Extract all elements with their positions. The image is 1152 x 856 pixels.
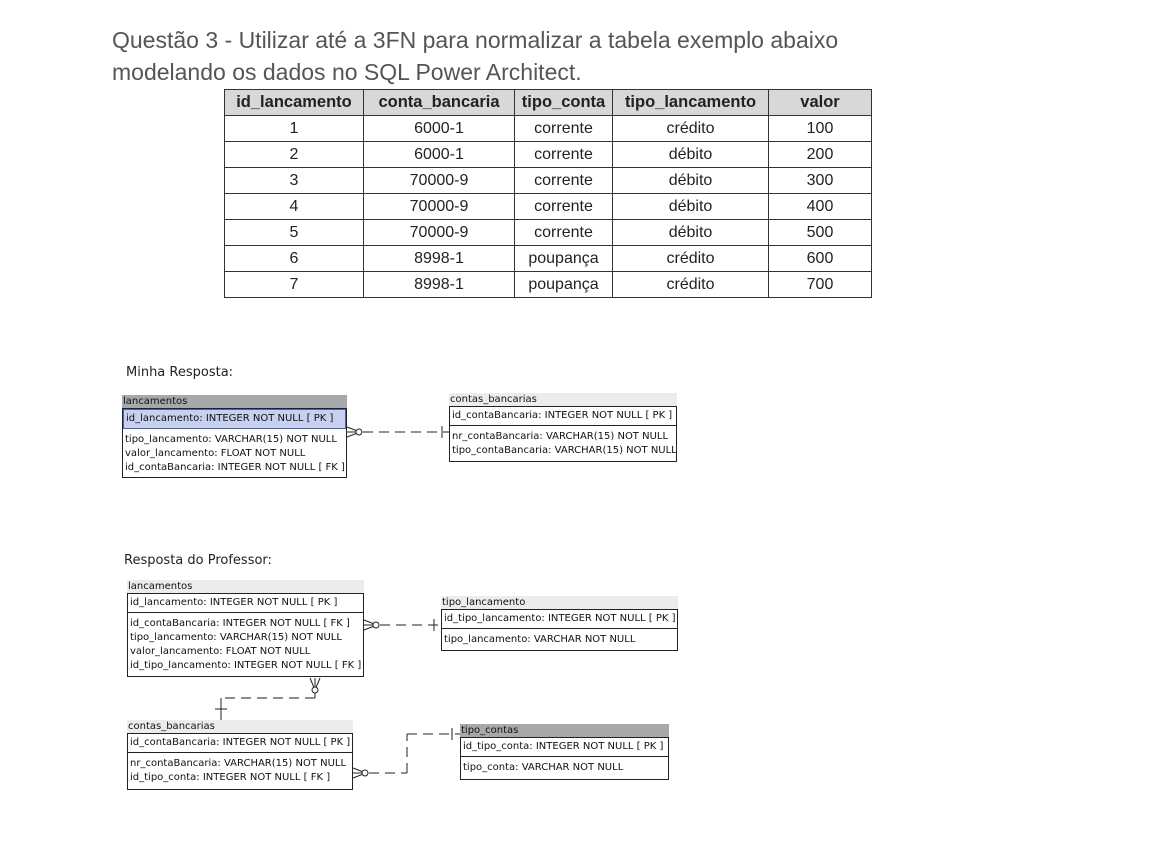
table-row: 5 70000-9 corrente débito 500: [224, 219, 872, 246]
table-row: 6 8998-1 poupança crédito 600: [224, 245, 872, 272]
entity-column[interactable]: nr_contaBancaria: VARCHAR(15) NOT NULL: [130, 758, 347, 769]
table-cell: crédito: [612, 271, 769, 298]
entity-name: tipo_lancamento: [441, 596, 678, 609]
entity-column[interactable]: valor_lancamento: FLOAT NOT NULL: [130, 646, 311, 657]
entity-name: contas_bancarias: [127, 720, 353, 733]
table-cell: 400: [768, 193, 872, 220]
entity-name: lancamentos: [122, 395, 347, 408]
table-cell: 6000-1: [363, 115, 515, 142]
relationship-lancamentos-contas-prof[interactable]: [215, 677, 321, 720]
table-cell: 5: [224, 219, 364, 246]
header-conta-bancaria: conta_bancaria: [363, 89, 515, 116]
entity-column[interactable]: tipo_conta: VARCHAR NOT NULL: [463, 762, 624, 773]
entity-name: tipo_contas: [460, 724, 669, 737]
entity-columns: tipo_conta: VARCHAR NOT NULL: [461, 757, 668, 777]
entity-column[interactable]: id_tipo_lancamento: INTEGER NOT NULL [ F…: [130, 660, 362, 671]
relationship-lancamentos-contas-mine[interactable]: [346, 426, 449, 438]
table-cell: 6000-1: [363, 141, 515, 168]
table-cell: crédito: [612, 245, 769, 272]
entity-column[interactable]: id_contaBancaria: INTEGER NOT NULL [ FK …: [125, 462, 345, 473]
table-cell: crédito: [612, 115, 769, 142]
entity-pk-column[interactable]: id_tipo_lancamento: INTEGER NOT NULL [ P…: [442, 610, 677, 629]
entity-tipo-lancamento-prof[interactable]: tipo_lancamento id_tipo_lancamento: INTE…: [441, 596, 678, 651]
entity-columns: tipo_lancamento: VARCHAR NOT NULL: [442, 629, 677, 649]
entity-tipo-contas-prof[interactable]: tipo_contas id_tipo_conta: INTEGER NOT N…: [460, 724, 669, 780]
entity-pk-column[interactable]: id_contaBancaria: INTEGER NOT NULL [ PK …: [128, 734, 352, 753]
entity-column[interactable]: tipo_lancamento: VARCHAR(15) NOT NULL: [130, 632, 342, 643]
entity-pk-column[interactable]: id_contaBancaria: INTEGER NOT NULL [ PK …: [450, 407, 676, 426]
entity-columns: nr_contaBancaria: VARCHAR(15) NOT NULL i…: [128, 753, 352, 787]
table-cell: 700: [768, 271, 872, 298]
entity-column[interactable]: id_tipo_conta: INTEGER NOT NULL [ FK ]: [130, 772, 331, 783]
table-cell: corrente: [514, 115, 613, 142]
entity-name: contas_bancarias: [449, 393, 677, 406]
entity-pk-column[interactable]: id_lancamento: INTEGER NOT NULL [ PK ]: [123, 409, 346, 429]
entity-pk-column[interactable]: id_lancamento: INTEGER NOT NULL [ PK ]: [128, 594, 363, 613]
entity-column[interactable]: valor_lancamento: FLOAT NOT NULL: [125, 448, 306, 459]
table-cell: corrente: [514, 219, 613, 246]
table-cell: 2: [224, 141, 364, 168]
table-cell: débito: [612, 141, 769, 168]
professor-answer-caption: Resposta do Professor:: [124, 553, 272, 568]
entity-column[interactable]: tipo_lancamento: VARCHAR NOT NULL: [444, 634, 636, 645]
question-line-1: Questão 3 - Utilizar até a 3FN para norm…: [112, 27, 839, 53]
question-title: Questão 3 - Utilizar até a 3FN para norm…: [112, 24, 912, 88]
entity-columns: nr_contaBancaria: VARCHAR(15) NOT NULL t…: [450, 426, 677, 460]
table-cell: poupança: [514, 245, 613, 272]
relationship-lancamentos-tipo-lancamento[interactable]: [363, 619, 441, 631]
table-header-row: id_lancamento conta_bancaria tipo_conta …: [224, 89, 872, 116]
entity-column[interactable]: tipo_lancamento: VARCHAR(15) NOT NULL: [125, 434, 337, 445]
table-cell: 500: [768, 219, 872, 246]
table-cell: 8998-1: [363, 271, 515, 298]
header-tipo-lancamento: tipo_lancamento: [612, 89, 769, 116]
entity-contas-bancarias-prof[interactable]: contas_bancarias id_contaBancaria: INTEG…: [127, 720, 353, 790]
header-id-lancamento: id_lancamento: [224, 89, 364, 116]
table-cell: corrente: [514, 141, 613, 168]
relationship-contas-tipo-contas[interactable]: [352, 728, 460, 779]
table-row: 7 8998-1 poupança crédito 700: [224, 271, 872, 298]
entity-columns: tipo_lancamento: VARCHAR(15) NOT NULL va…: [123, 429, 346, 477]
entity-lancamentos-mine[interactable]: lancamentos id_lancamento: INTEGER NOT N…: [122, 395, 347, 478]
header-tipo-conta: tipo_conta: [514, 89, 613, 116]
table-row: 3 70000-9 corrente débito 300: [224, 167, 872, 194]
entity-column[interactable]: id_contaBancaria: INTEGER NOT NULL [ FK …: [130, 618, 350, 629]
table-cell: 3: [224, 167, 364, 194]
entity-column[interactable]: tipo_contaBancaria: VARCHAR(15) NOT NULL: [452, 445, 677, 456]
question-line-2: modelando os dados no SQL Power Architec…: [112, 59, 582, 85]
table-cell: 70000-9: [363, 167, 515, 194]
entity-pk-column[interactable]: id_tipo_conta: INTEGER NOT NULL [ PK ]: [461, 738, 668, 757]
entity-name: lancamentos: [127, 580, 364, 593]
table-cell: 7: [224, 271, 364, 298]
table-cell: 1: [224, 115, 364, 142]
my-answer-caption: Minha Resposta:: [126, 365, 234, 380]
entity-columns: id_contaBancaria: INTEGER NOT NULL [ FK …: [128, 613, 363, 675]
entity-column[interactable]: nr_contaBancaria: VARCHAR(15) NOT NULL: [452, 431, 669, 442]
entity-lancamentos-prof[interactable]: lancamentos id_lancamento: INTEGER NOT N…: [127, 580, 364, 677]
entity-contas-bancarias-mine[interactable]: contas_bancarias id_contaBancaria: INTEG…: [449, 393, 677, 462]
header-valor: valor: [768, 89, 872, 116]
example-table: id_lancamento conta_bancaria tipo_conta …: [224, 89, 872, 298]
